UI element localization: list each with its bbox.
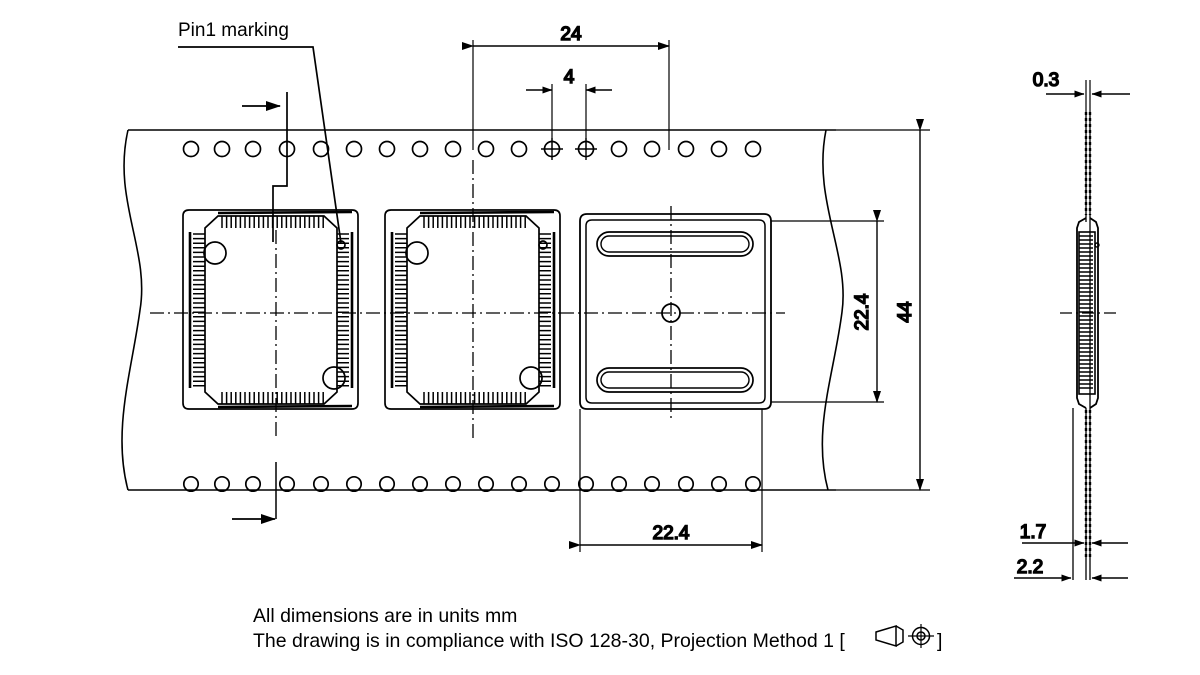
note-iso-line-close: ] — [937, 630, 942, 652]
qfp2-leads-bottom — [419, 392, 555, 409]
qfp1-leads-top — [217, 210, 353, 228]
dimension-1p7-label: 1.7 — [1020, 522, 1046, 543]
dimension-24: 24 — [462, 23, 670, 150]
pocket-centerlines — [560, 206, 785, 418]
dimension-2p2-label: 2.2 — [1017, 557, 1043, 578]
qfp2-corner-circle-br — [519, 366, 543, 390]
side-view-cross-section — [1060, 112, 1118, 580]
qfp2-pin1-dot-icon — [538, 240, 548, 250]
dimension-0p3: 0.3 — [1032, 69, 1130, 112]
note-units-line: All dimensions are in units mm — [253, 605, 517, 627]
pocket-slot-bottom — [596, 367, 754, 393]
side-view-lead-hatching — [1079, 235, 1093, 389]
note-iso-line: The drawing is in compliance with ISO 12… — [253, 630, 845, 652]
dimension-44-label: 44 — [895, 301, 916, 323]
dimension-4-label: 4 — [564, 67, 575, 88]
pin1-marking-label: Pin1 marking — [178, 20, 289, 41]
dimension-22p4-vertical-label: 22.4 — [852, 293, 873, 330]
qfp1-leads-left — [188, 232, 205, 388]
dimension-24-label: 24 — [560, 24, 582, 45]
pin1-callout-leader — [178, 46, 342, 244]
pocket-slot-top — [596, 231, 754, 257]
dimension-22p4-vertical: 22.4 — [771, 210, 884, 403]
dimension-44: 44 — [836, 119, 930, 491]
dimension-4: 4 — [526, 66, 612, 150]
dimension-2p2: 2.2 — [1014, 556, 1128, 582]
pin1-index-step-line — [272, 92, 288, 242]
qfp2-corner-circle-tl — [405, 241, 429, 265]
top-view-carrier-tape — [121, 129, 844, 491]
sprocket-holes-top-row — [182, 138, 762, 160]
first-angle-projection-icon — [875, 624, 934, 648]
qfp1-leads-right — [337, 232, 354, 388]
qfp1-corner-circle-tl — [203, 241, 227, 265]
dimension-22p4-horizontal-label: 22.4 — [653, 523, 690, 544]
empty-pocket-3 — [560, 206, 785, 418]
qfp1-corner-circle-br — [322, 366, 346, 390]
qfp2-leads-left — [390, 232, 407, 388]
qfp-package-1 — [182, 209, 359, 410]
qfp2-leads-right — [539, 232, 556, 388]
tape-right-break-line — [821, 129, 844, 491]
qfp1-leads-bottom — [217, 392, 353, 409]
qfp2-leads-top — [419, 210, 555, 228]
dimension-0p3-label: 0.3 — [1033, 70, 1059, 91]
sprocket-holes-bottom-row — [182, 475, 762, 493]
dimension-1p7: 1.7 — [1019, 521, 1128, 547]
dimension-22p4-horizontal: 22.4 — [569, 409, 763, 552]
tape-left-break-line — [121, 129, 143, 491]
